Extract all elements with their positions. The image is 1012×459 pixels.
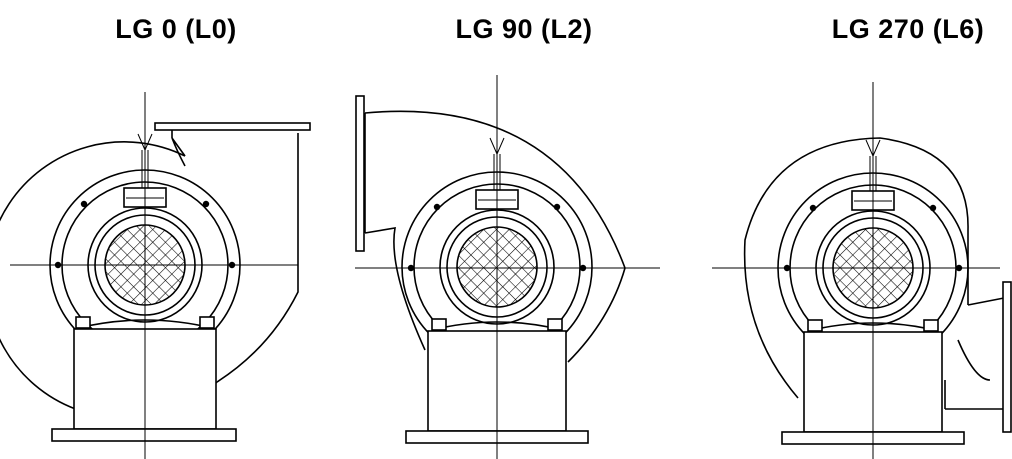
title-lg-90: LG 90 (L2) xyxy=(455,14,593,44)
title-lg-270: LG 270 (L6) xyxy=(831,14,985,44)
fan-drawing-lg-270 xyxy=(712,82,1012,459)
fan-drawing-lg-90 xyxy=(355,75,660,459)
title-lg-0: LG 0 (L0) xyxy=(115,14,237,44)
fan-drawing-lg-0 xyxy=(0,92,311,459)
